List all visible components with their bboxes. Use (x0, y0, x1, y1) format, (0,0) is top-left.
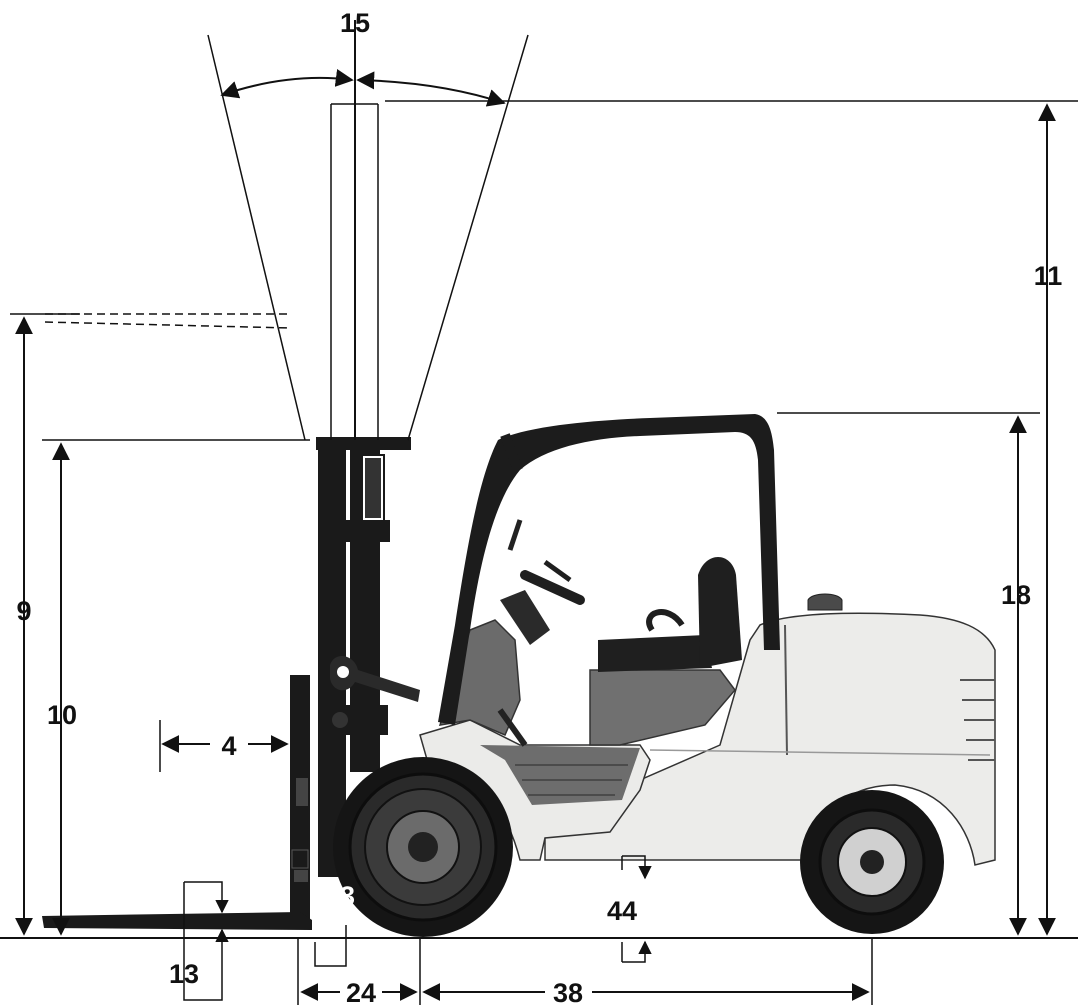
rear-wheel (800, 790, 944, 934)
exhaust-cap (807, 593, 843, 611)
step-grey (480, 745, 640, 805)
mast-crosshead (316, 437, 411, 450)
label-13: 13 (169, 959, 199, 989)
seat-backrest (698, 556, 742, 668)
label-15: 15 (340, 8, 370, 38)
label-9: 9 (16, 596, 31, 626)
fork-tine (42, 912, 312, 930)
label-44: 44 (607, 896, 637, 926)
forklift-illustration (42, 414, 996, 937)
tilt-cylinder (330, 655, 420, 702)
dimension-lines (0, 20, 1078, 1005)
rear-grille (960, 679, 995, 761)
steering-column (500, 590, 550, 645)
steering-wheel (520, 570, 585, 605)
label-38: 38 (553, 978, 583, 1005)
seat-base (589, 669, 736, 746)
label-18: 18 (1001, 580, 1031, 610)
label-24: 24 (346, 978, 376, 1005)
cowl (438, 619, 521, 736)
label-43: 43 (325, 881, 355, 911)
front-wheel (333, 757, 513, 937)
dimension-labels: 15 11 18 9 10 4 43 44 13 24 38 (16, 8, 1062, 1005)
seat-cushion (598, 635, 712, 672)
label-4: 4 (221, 731, 236, 761)
label-11: 11 (1034, 261, 1063, 291)
label-10: 10 (47, 700, 77, 730)
